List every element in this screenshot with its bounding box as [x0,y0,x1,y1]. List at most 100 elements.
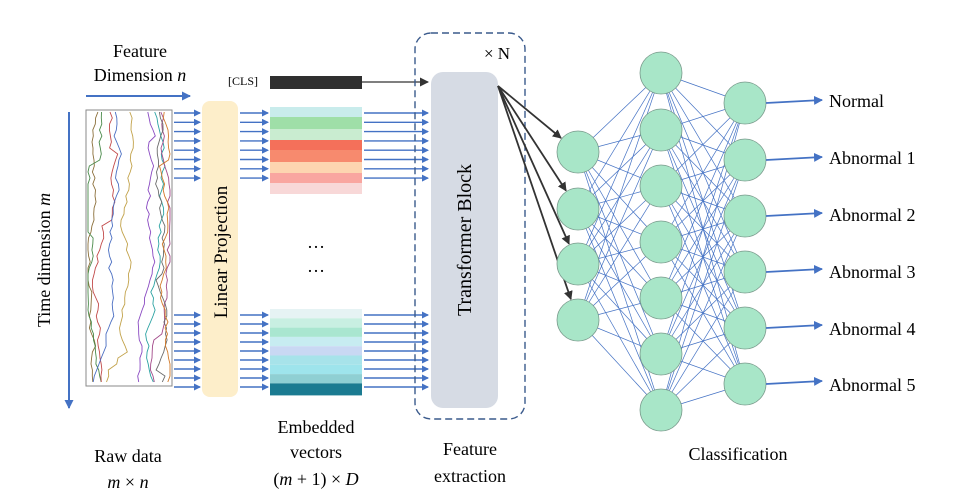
raw-line-9 [158,111,171,383]
embed-top-stripe-1 [270,117,362,129]
embed-bottom-stripe-5 [270,355,362,365]
embed-bottom-stripe-7 [270,374,362,384]
edge-l1-4-0 [660,102,746,299]
neuron-l0-1 [556,187,600,231]
embedding-to-transformer-arrows [364,109,429,391]
time-dim-label: Time dimension m [34,193,54,327]
output-arrows [765,95,823,386]
neuron-l0-2 [556,242,600,286]
neuron-l1-6 [639,388,683,432]
ellipsis-2: … [307,256,325,276]
feature-dim-word: Dimension [94,65,173,85]
embed-bottom-stripe-1 [270,318,362,328]
raw-dims-times: × [120,472,139,492]
raw-line-1 [87,111,103,383]
feature-extraction-caption-2: extraction [434,466,506,486]
feature-extraction-frame [414,32,526,420]
output-arrow-1 [765,152,823,162]
cls-token-label: [CLS] [228,74,258,88]
neuron-l0-3 [556,298,600,342]
neuron-l1-3 [639,220,683,264]
edge-l0-2-0 [577,72,662,265]
output-arrow-4 [765,320,823,330]
raw-data-caption: Raw data [94,446,161,466]
embed-top-stripe-6 [270,173,362,183]
output-label-2: Abnormal 2 [829,205,915,225]
feature-dim-label: Feature [113,41,167,61]
embed-top-stripe-0 [270,107,362,117]
transformer-arrow-1 [497,85,567,192]
embedded-vectors-top [270,107,362,194]
output-arrow-2 [765,208,823,218]
feature-extraction-caption-1: Feature [443,439,497,459]
transformer-block [431,72,498,408]
time-dim-var: m [34,193,54,206]
edge-l0-3-1 [577,129,662,321]
neuron-l2-1 [723,138,767,182]
repeat-label: × N [484,44,510,63]
ellipsis-1: … [307,232,325,252]
embed-top-stripe-5 [270,162,362,173]
raw-data-frame [85,109,173,387]
embed-bottom-stripe-8 [270,383,362,396]
raw-dims-m: m [107,472,120,492]
transformer-arrow-2 [497,85,570,245]
embedded-dims: (m + 1) × D [273,469,358,490]
neuron-l2-0 [723,81,767,125]
edge-l1-6-2 [660,215,746,411]
network-neurons [556,51,767,432]
neuron-l1-1 [639,108,683,152]
embed-top-stripe-3 [270,140,362,150]
output-arrow-3 [765,264,823,274]
raw-data-dims: m × n [107,472,148,492]
cls-token-bar [270,76,362,89]
edge-l0-1-5 [577,208,662,355]
embed-bottom-stripe-6 [270,364,362,375]
raw-line-3 [92,111,122,383]
output-label-1: Abnormal 1 [829,148,915,168]
embed-dims-m: m [279,469,292,489]
neuron-l1-4 [639,276,683,320]
output-arrow-0 [765,95,823,105]
embedded-caption-1: Embedded [278,417,355,437]
output-labels: Normal Abnormal 1 Abnormal 2 Abnormal 3 … [829,91,915,395]
time-dim-word: Time dimension [34,210,54,327]
edge-l0-1-0 [577,72,662,210]
raw-line-4 [106,111,134,383]
raw-dims-n: n [140,472,149,492]
embed-bottom-stripe-0 [270,309,362,319]
output-label-3: Abnormal 3 [829,262,915,282]
transformer-arrow-0 [497,85,562,139]
embed-top-stripe-4 [270,150,362,162]
output-arrow-5 [765,376,823,386]
neuron-l2-3 [723,250,767,294]
output-label-0: Normal [829,91,884,111]
raw-line-6 [145,111,166,383]
neuron-l2-5 [723,362,767,406]
edge-l1-6-3 [660,271,746,411]
embed-top-stripe-7 [270,183,362,194]
output-label-4: Abnormal 4 [829,319,915,339]
embed-top-stripe-2 [270,129,362,140]
transformer-block-label: Transformer Block [454,164,476,316]
edge-l1-3-0 [660,102,746,243]
raw-data-lines [87,111,171,383]
projection-to-embedding-arrows [240,109,269,391]
embedded-caption-2: vectors [290,442,342,462]
neuron-l2-2 [723,194,767,238]
raw-line-2 [91,111,119,383]
raw-line-0 [87,111,99,383]
raw-line-7 [150,111,171,383]
raw-line-5 [137,111,156,383]
neuron-l1-5 [639,332,683,376]
output-label-5: Abnormal 5 [829,375,915,395]
embed-dims-rest: + 1) × [292,469,345,490]
embed-dims-d: D [345,469,359,489]
classification-caption: Classification [689,444,788,464]
embed-dims-open: ( [273,469,279,490]
raw-to-projection-arrows [174,109,201,391]
neuron-l0-0 [556,130,600,174]
raw-data-plot [85,109,173,387]
linear-projection-label: Linear Projection [211,185,232,318]
